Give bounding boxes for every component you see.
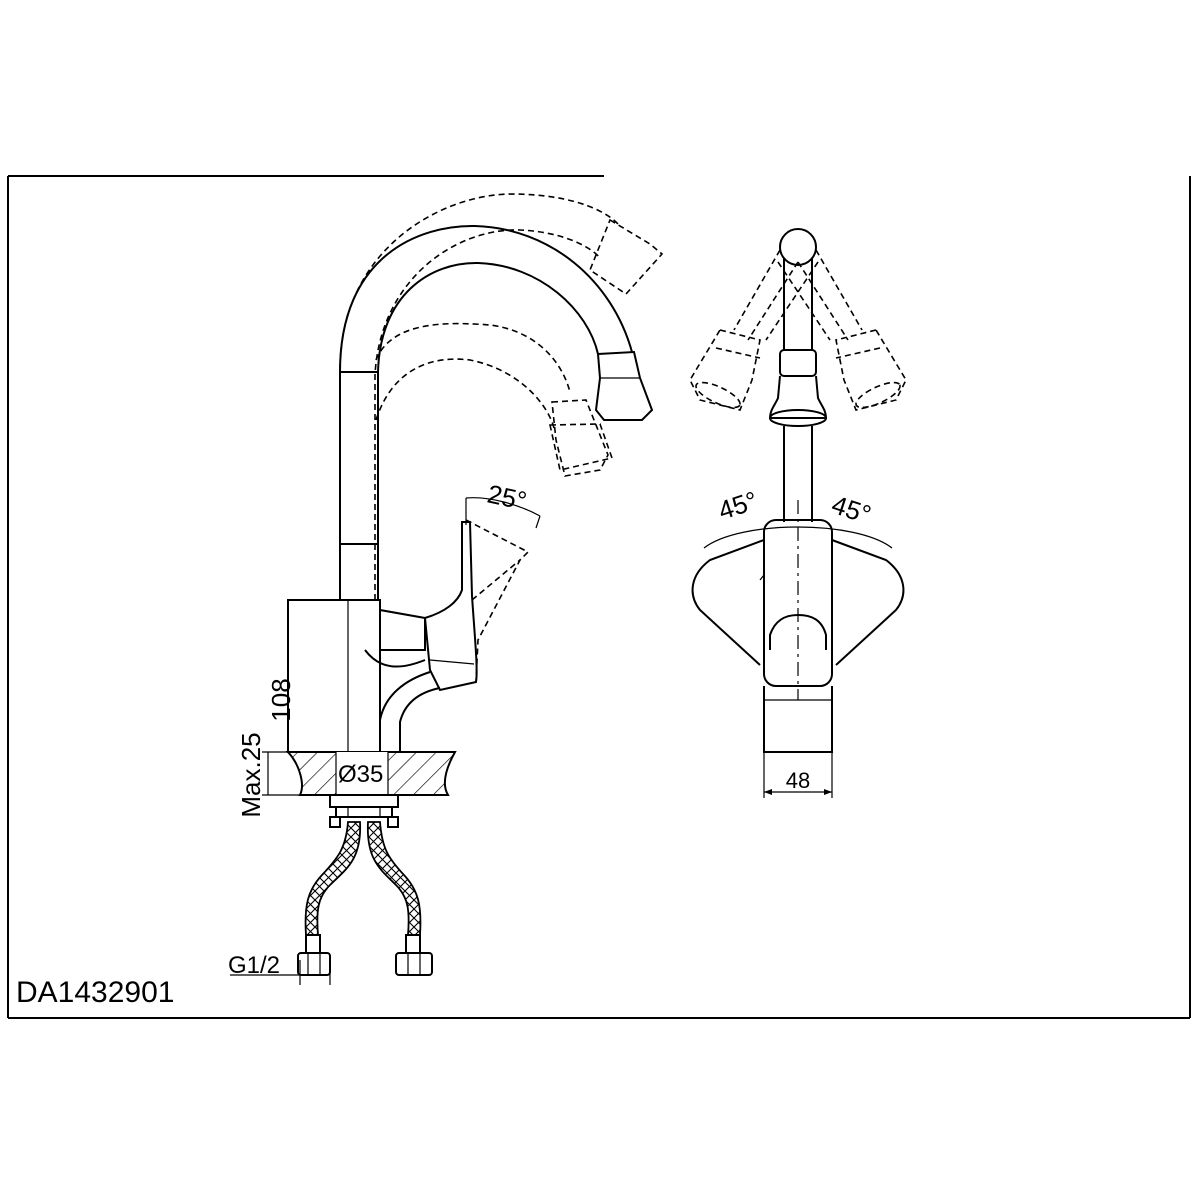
spout-swivel-positions: [689, 249, 907, 411]
handle-left-angle-label: 45°: [715, 485, 762, 526]
side-dimension-lines: [230, 600, 331, 985]
base-front: [763, 686, 833, 753]
mounting-hardware: [329, 794, 399, 828]
side-view: 25° Ø35: [228, 193, 664, 985]
base-width-label: 48: [786, 768, 810, 793]
handle-front: [691, 500, 905, 700]
mounting-hole-diameter-label: Ø35: [338, 761, 383, 788]
front-dimension-lines: [763, 752, 833, 798]
flex-hoses: [297, 821, 433, 976]
spout-front: [768, 228, 828, 522]
front-view: 45° 45° 48: [689, 228, 907, 798]
handle-right-angle-label: 45°: [828, 489, 875, 530]
connection-thread-label: G1/2: [228, 952, 280, 979]
handle-side: [423, 497, 541, 692]
faucet-body: [287, 599, 441, 753]
spout: [339, 224, 654, 600]
model-code: DA1432901: [16, 976, 174, 1009]
body-height-label: 108: [266, 678, 296, 721]
deck-section: [285, 751, 457, 796]
drawing-frame: [7, 175, 1191, 1019]
spout-swing-angle-label: 25°: [485, 479, 530, 517]
max-deck-thickness-label: Max.25: [236, 732, 266, 817]
spout-alternate-positions: [339, 193, 664, 600]
